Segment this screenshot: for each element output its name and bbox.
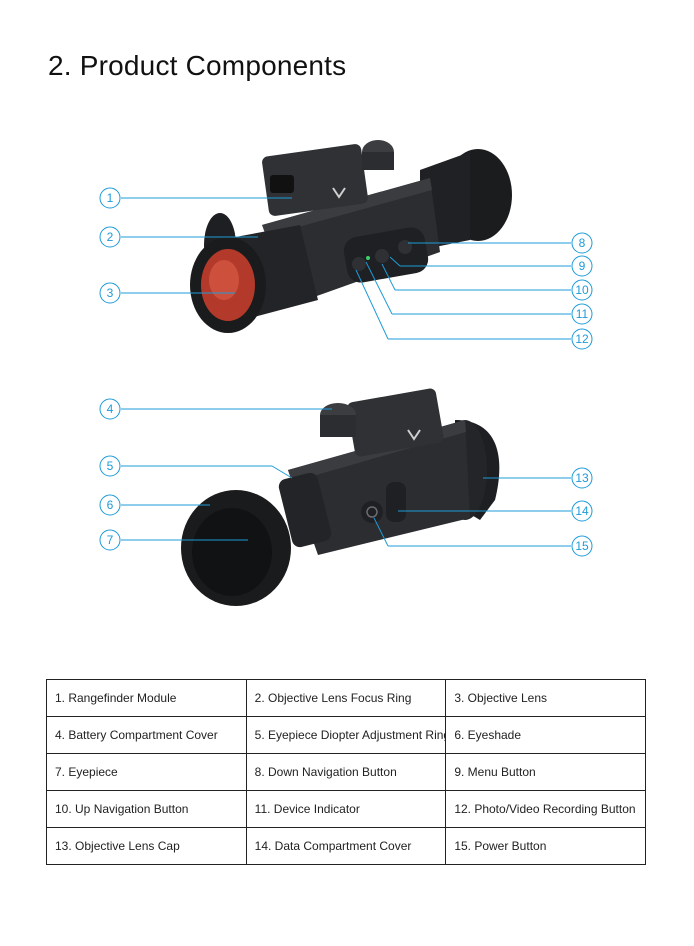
table-row: 7. Eyepiece 8. Down Navigation Button 9.… — [46, 753, 646, 791]
callout-circle-2: 2 — [99, 226, 121, 248]
table-cell: 3. Objective Lens — [445, 679, 646, 717]
brand-logo-rear — [407, 429, 421, 441]
data-cover-shape — [386, 482, 406, 522]
callout-circle-8: 8 — [571, 232, 593, 254]
power-symbol-icon — [366, 506, 378, 518]
page-title: 2. Product Components — [48, 50, 347, 81]
callout-circle-10: 10 — [571, 279, 593, 301]
table-cell: 6. Eyeshade — [445, 716, 646, 754]
table-cell: 2. Objective Lens Focus Ring — [245, 679, 447, 717]
svg-text:12: 12 — [575, 332, 589, 346]
table-cell: 7. Eyepiece — [46, 753, 247, 791]
product-figure: 1 2 3 4 5 6 7 8 9 10 11 12 13 14 15 — [99, 140, 593, 606]
callout-circle-11: 11 — [571, 303, 593, 325]
table-cell: 9. Menu Button — [445, 753, 646, 791]
up-nav-button — [352, 257, 366, 271]
svg-text:4: 4 — [107, 402, 114, 416]
svg-text:7: 7 — [107, 533, 114, 547]
table-cell: 14. Data Compartment Cover — [245, 827, 447, 865]
callout-lines — [121, 197, 571, 547]
body-highlight — [262, 178, 432, 236]
battery-cover-shape — [347, 388, 444, 457]
svg-text:14: 14 — [575, 504, 589, 518]
svg-text:8: 8 — [579, 236, 586, 250]
callout-circle-7: 7 — [99, 529, 121, 551]
main-body-rear — [288, 420, 470, 555]
svg-text:11: 11 — [576, 307, 589, 321]
scope-front-view — [190, 140, 512, 333]
table-cell: 13. Objective Lens Cap — [46, 827, 247, 865]
svg-text:2: 2 — [107, 230, 114, 244]
callout-circle-15: 15 — [571, 535, 593, 557]
table-cell: 5. Eyepiece Diopter Adjustment Ring — [245, 716, 447, 754]
eyepiece-opening — [192, 508, 272, 596]
table-cell: 11. Device Indicator — [245, 790, 447, 828]
table-cell: 10. Up Navigation Button — [46, 790, 247, 828]
svg-text:10: 10 — [575, 283, 589, 297]
scope-rear-view — [181, 388, 500, 606]
callout-circle-1: 1 — [99, 187, 121, 209]
menu-button-shape — [375, 249, 389, 263]
device-indicator-led — [366, 256, 370, 260]
svg-text:13: 13 — [575, 471, 589, 485]
callout-circle-14: 14 — [571, 500, 593, 522]
svg-text:9: 9 — [579, 259, 586, 273]
table-cell: 4. Battery Compartment Cover — [46, 716, 247, 754]
table-row: 13. Objective Lens Cap 14. Data Compartm… — [46, 827, 646, 865]
lens-reflection — [209, 260, 239, 300]
callout-circle-4: 4 — [99, 398, 121, 420]
table-cell: 15. Power Button — [445, 827, 646, 865]
power-button-shape — [361, 501, 383, 523]
svg-text:3: 3 — [107, 286, 114, 300]
table-row: 10. Up Navigation Button 11. Device Indi… — [46, 790, 646, 828]
rangefinder-window — [270, 175, 294, 193]
svg-text:5: 5 — [107, 459, 114, 473]
callout-circle-12: 12 — [571, 328, 593, 350]
table-cell: 12. Photo/Video Recording Button — [445, 790, 646, 828]
table-cell: 8. Down Navigation Button — [245, 753, 447, 791]
focus-knob-side — [362, 152, 394, 170]
callout-circle-13: 13 — [571, 467, 593, 489]
table-row: 4. Battery Compartment Cover 5. Eyepiece… — [46, 716, 646, 754]
svg-text:6: 6 — [107, 498, 114, 512]
callout-circle-9: 9 — [571, 255, 593, 277]
svg-text:1: 1 — [107, 191, 114, 205]
callout-circle-3: 3 — [99, 282, 121, 304]
svg-text:15: 15 — [575, 539, 589, 553]
down-nav-button — [398, 240, 412, 254]
diopter-ring-shape — [278, 472, 332, 548]
table-cell: 1. Rangefinder Module — [46, 679, 247, 717]
brand-logo — [332, 187, 346, 199]
table-row: 1. Rangefinder Module 2. Objective Lens … — [46, 679, 646, 717]
components-table: 1. Rangefinder Module 2. Objective Lens … — [46, 679, 646, 865]
callout-circle-5: 5 — [99, 455, 121, 477]
callout-circle-6: 6 — [99, 494, 121, 516]
rear-knob-side — [320, 415, 356, 437]
